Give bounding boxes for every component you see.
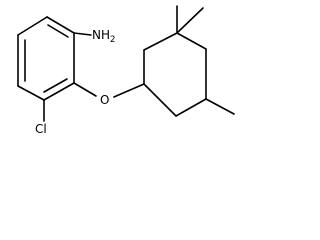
amine-label: N H 2 (92, 28, 115, 45)
amine-nitrogen: N (92, 28, 101, 42)
bond-ring-to-amine (73, 32, 92, 36)
cyclohexane-bond-2 (143, 32, 178, 51)
cyclohexane-ring (143, 32, 207, 117)
bond-oxygen-to-cyclohexane (113, 83, 145, 98)
cyclohexane-bond-3 (176, 32, 207, 50)
cyclohexane-bond-5 (175, 98, 207, 117)
amine-subscript: 2 (110, 35, 115, 45)
cyclohexane-bond-6 (143, 83, 177, 117)
methyl-bond-gem-right (176, 7, 204, 34)
benzene-ring (17, 16, 75, 101)
structure-canvas: N H 2 O Cl (17, 5, 235, 136)
ring-bond-4 (17, 85, 45, 101)
molecule-diagram: N H 2 O Cl (17, 5, 235, 136)
chlorine-label: Cl (35, 122, 47, 136)
ring-double-bond-3 (43, 78, 68, 93)
ring-double-bond-1 (47, 24, 69, 38)
ring-bond-1 (46, 16, 75, 34)
methyl-bond-ring (205, 98, 235, 115)
bond-ring-to-oxygen (73, 82, 97, 97)
ether-oxygen-label: O (100, 93, 109, 107)
amine-hydrogen: H (101, 28, 110, 42)
ring-bond-6 (17, 16, 48, 36)
ring-bond-3 (43, 82, 75, 101)
